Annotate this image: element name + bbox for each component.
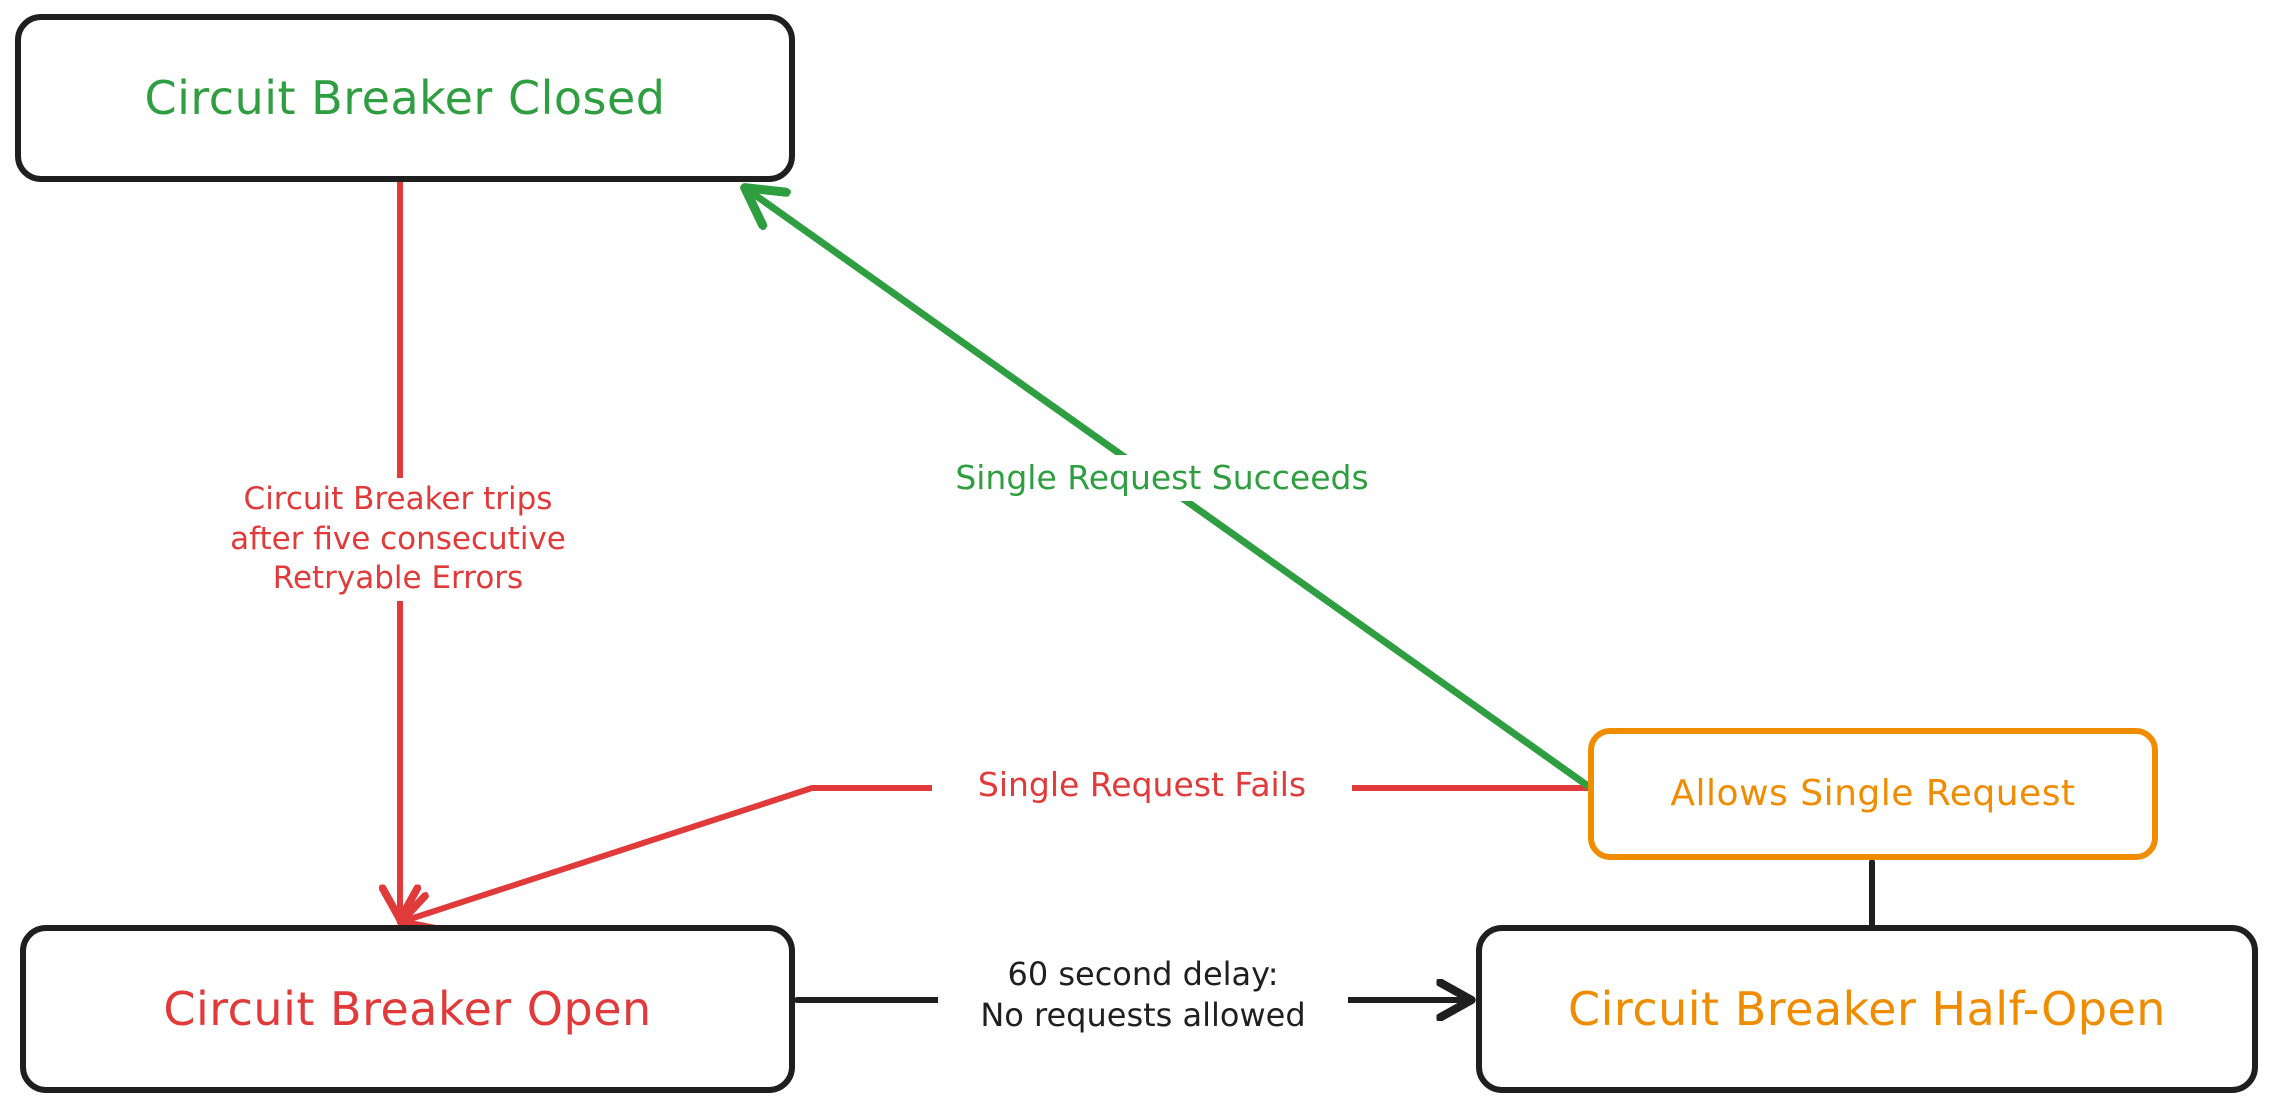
edge-label-single-request-succeeds: Single Request Succeeds — [912, 455, 1412, 502]
node-circuit-breaker-closed[interactable]: Circuit Breaker Closed — [15, 14, 795, 182]
node-circuit-breaker-half-open[interactable]: Circuit Breaker Half-Open — [1476, 925, 2258, 1093]
node-label-open: Circuit Breaker Open — [163, 981, 652, 1036]
edge-label-sixty-second-delay: 60 second delay: No requests allowed — [938, 952, 1348, 1038]
node-label-closed: Circuit Breaker Closed — [144, 70, 666, 125]
node-allows-single-request[interactable]: Allows Single Request — [1588, 728, 2158, 860]
edge-label-circuit-breaker-trips: Circuit Breaker trips after five consecu… — [183, 478, 613, 602]
edge-label-single-request-fails: Single Request Fails — [932, 762, 1352, 809]
node-label-half-open: Circuit Breaker Half-Open — [1568, 981, 2166, 1036]
node-label-allows-single-request: Allows Single Request — [1670, 773, 2076, 815]
node-circuit-breaker-open[interactable]: Circuit Breaker Open — [20, 925, 795, 1093]
